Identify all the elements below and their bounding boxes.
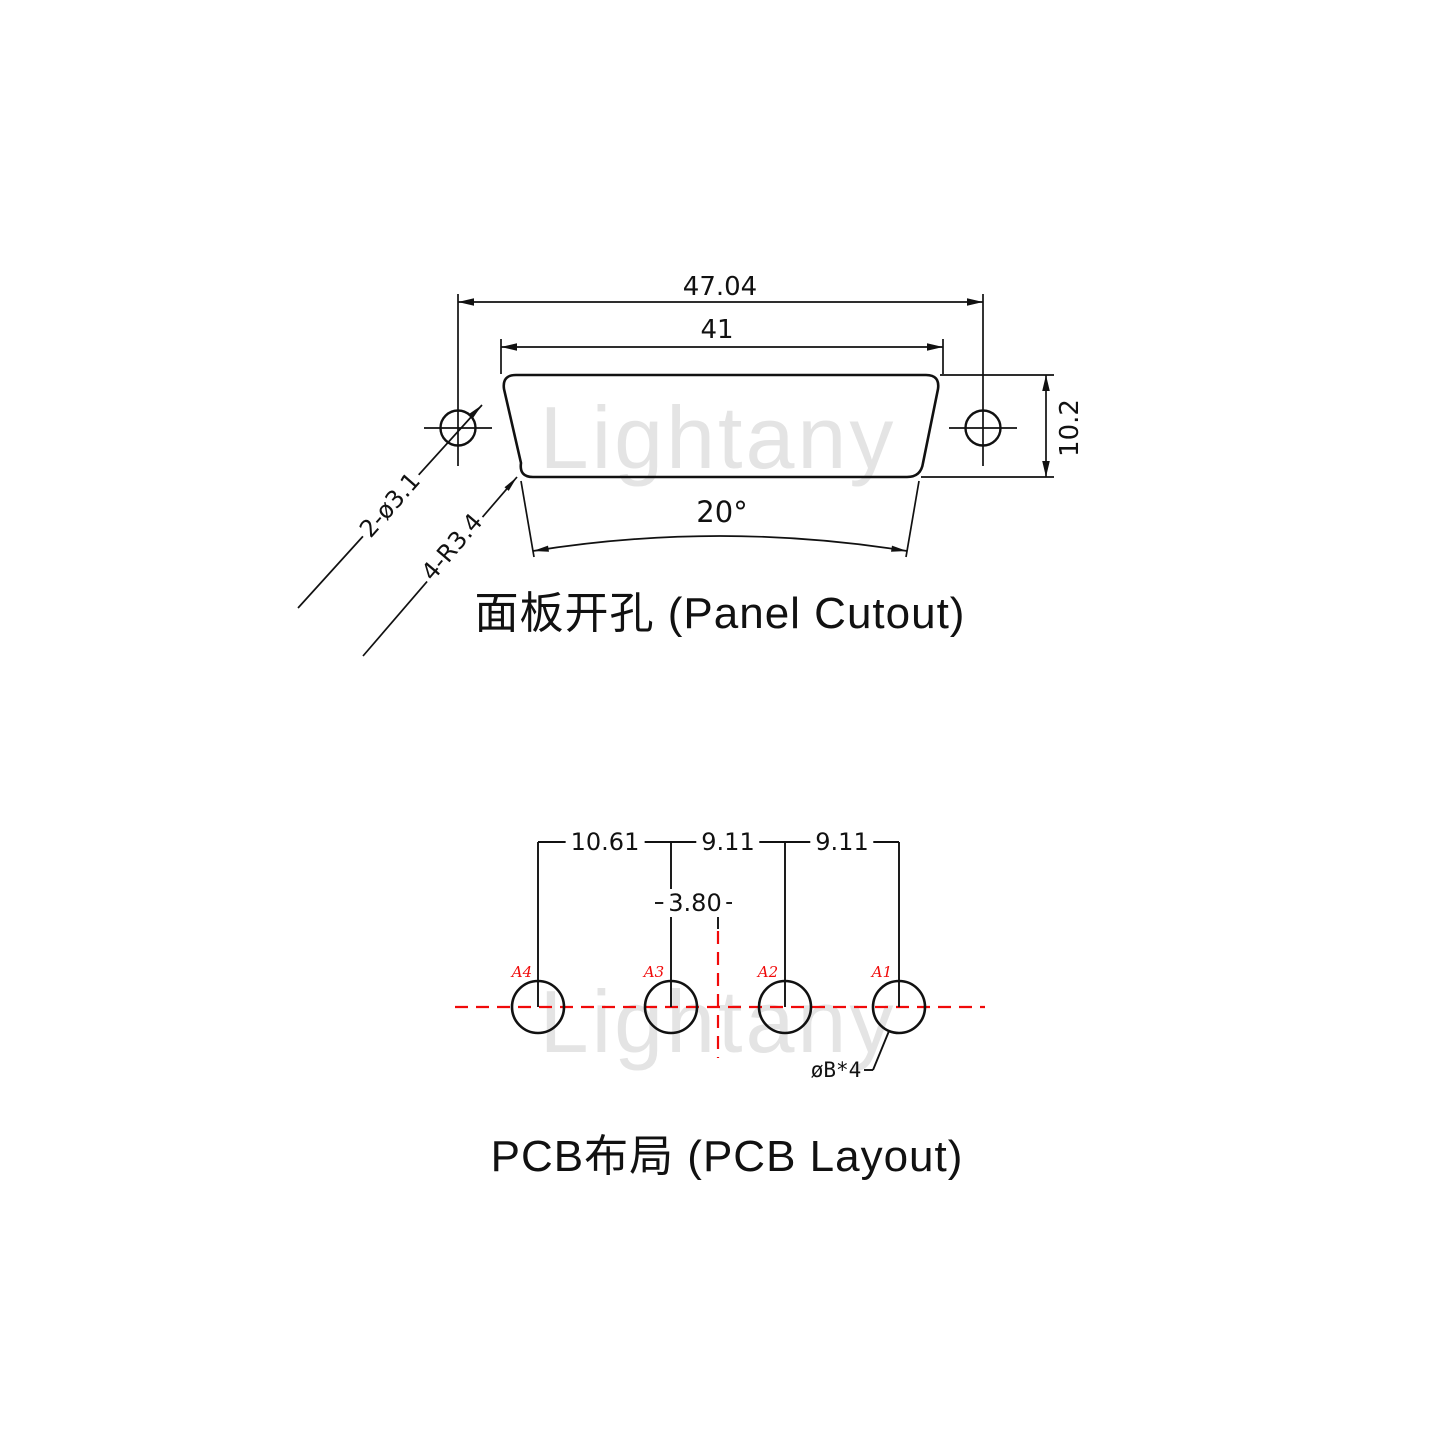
angle-ext-right — [905, 480, 920, 558]
dim-text-height: 10.2 — [1055, 399, 1085, 457]
pad-hole-a2 — [757, 979, 813, 1035]
cutout-body-outline — [502, 373, 940, 479]
arrow — [891, 545, 907, 552]
arrow — [1042, 461, 1050, 477]
dim-text-outer-width: 47.04 — [682, 272, 758, 302]
watermark-panel: Lightany — [539, 388, 897, 487]
pad-hole-a3 — [643, 979, 699, 1035]
arrow — [468, 405, 482, 419]
arrow — [533, 545, 549, 552]
dim-text-inner-width: 41 — [700, 315, 734, 345]
dim-text-offset: 3.80 — [663, 889, 727, 917]
pad-label-a2: A2 — [757, 963, 779, 981]
pcb-layout-drawing — [455, 841, 985, 1071]
arrow — [1042, 375, 1050, 391]
panel-cutout-drawing — [297, 294, 1054, 657]
pad-label-a1: A1 — [871, 963, 893, 981]
arrow — [967, 298, 983, 306]
dim-text-a3-a2: 9.11 — [696, 828, 760, 856]
angle-ext-left — [520, 480, 535, 558]
hole-diameter-note: øB*4 — [810, 1058, 862, 1082]
angle-arc — [532, 535, 908, 552]
arrow — [927, 343, 943, 351]
arrow — [504, 477, 517, 491]
arrow — [458, 298, 474, 306]
dim-text-a4-a3: 10.61 — [565, 828, 645, 856]
pad-label-a4: A4 — [511, 963, 533, 981]
pad-hole-a1 — [871, 979, 927, 1035]
dim-text-a2-a1: 9.11 — [810, 828, 874, 856]
panel-cutout-title: 面板开孔 (Panel Cutout) — [474, 589, 966, 638]
watermark-pcb: Lightany — [539, 972, 897, 1071]
dim-text-angle: 20° — [696, 495, 748, 529]
arrow — [501, 343, 517, 351]
hole-note-leader — [872, 1030, 890, 1071]
pad-hole-a4 — [510, 979, 566, 1035]
pcb-layout-title: PCB布局 (PCB Layout) — [490, 1132, 964, 1181]
pad-label-a3: A3 — [643, 963, 665, 981]
